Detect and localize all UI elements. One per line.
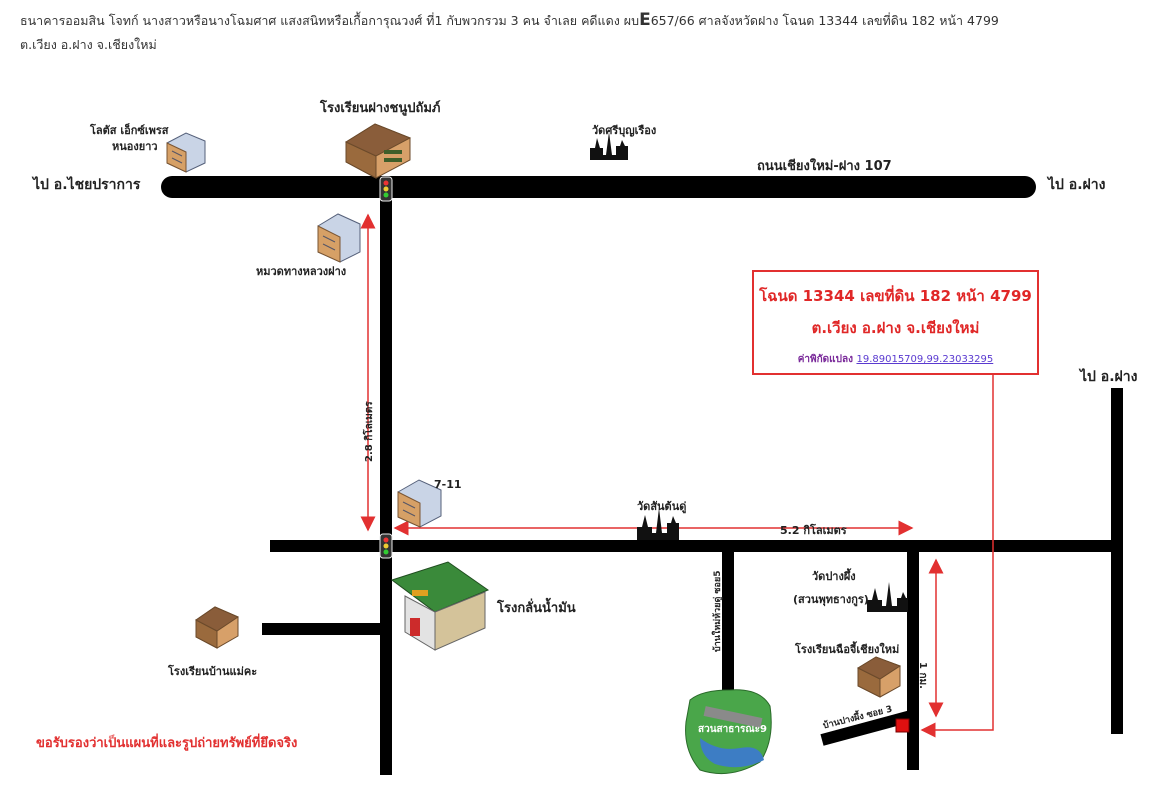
label-distance-short: 1 กม. [917,662,928,689]
label-temple-top: วัดศรีบุญเรือง [592,124,657,137]
gas-station-icon [390,561,490,651]
school-left-building-icon [195,606,240,649]
header-text-b: 657/66 ศาลจังหวัดฝาง โฉนด 13344 เลขที่ดิ… [650,13,999,28]
certification-note: ขอรับรองว่าเป็นแผนที่และรูปถ่ายทรัพย์ที่… [36,736,298,751]
direction-chai-prakan: ไป อ.ไชยปราการ [33,177,141,193]
label-lotus-2: หนองยาว [112,140,158,153]
label-gas-station: โรงกลั่นน้ำมัน [497,601,576,616]
temple-top-icon [590,132,628,160]
direction-fang-top: ไป อ.ฝาง [1048,177,1106,193]
label-highway-office: หมวดทางหลวงฝาง [256,265,347,278]
label-distance-horizontal: 5.2 กิโลเมตร [780,524,847,537]
deed-info-line-2: ต.เวียง อ.ฝาง จ.เชียงใหม่ [811,319,980,337]
store-711-building-icon [397,479,442,528]
header-line-2: ต.เวียง อ.ฝาง จ.เชียงใหม่ [20,37,157,52]
label-school-top: โรงเรียนฝางชนูปถัมภ์ [320,101,441,116]
label-lotus-1: โลตัส เอ็กซ์เพรส [90,124,169,137]
direction-fang-right: ไป อ.ฝาง [1080,369,1138,385]
deed-info-box: โฉนด 13344 เลขที่ดิน 182 หน้า 4799 ต.เวี… [752,270,1039,375]
property-marker [895,718,910,733]
label-711: 7-11 [434,478,462,491]
header-text-big: E [639,10,651,30]
temple-mid-icon [637,508,679,540]
coord-label: ค่าพิกัดแปลง [797,354,853,365]
traffic-light-top-icon [379,176,393,202]
public-park-icon [685,689,772,775]
deed-info-line-1: โฉนด 13344 เลขที่ดิน 182 หน้า 4799 [759,287,1032,305]
lotus-building-icon [166,132,206,173]
coord-link[interactable]: 19.89015709,99.23033295 [856,354,994,365]
label-temple-right-2: (สวนพุทธางกูร) [793,593,869,606]
deed-coordinates: ค่าพิกัดแปลง 19.89015709,99.23033295 [754,352,1037,367]
temple-right-icon [867,582,908,612]
school-top-building-icon [344,123,412,179]
label-school-right: โรงเรียนฉือจี้เชียงใหม่ [795,643,900,656]
traffic-light-mid-icon [379,533,393,559]
header-line-1: ธนาคารออมสิน โจทก์ นางสาวหรือนางโฉมศาศ แ… [20,12,1145,29]
label-temple-right-1: วัดปางผึ้ง [812,570,856,583]
highway-office-building-icon [317,213,361,263]
label-park: สวนสาธารณะ9 [698,724,767,735]
roads [161,176,1123,775]
distance-arrows [360,213,994,738]
school-right-building-icon [856,656,902,698]
label-temple-mid: วัดสันต้นดู่ [637,500,687,513]
label-distance-vertical: 2.8 กิโลเมตร [364,401,375,462]
header-text-a: ธนาคารออมสิน โจทก์ นางสาวหรือนางโฉมศาศ แ… [20,13,640,28]
label-soi-vertical: บ้านใหม่ห้วยดู่ ซอย5 [713,570,723,652]
label-school-left: โรงเรียนบ้านแม่คะ [168,665,258,678]
road-name-107: ถนนเชียงใหม่-ฝาง 107 [757,159,892,174]
